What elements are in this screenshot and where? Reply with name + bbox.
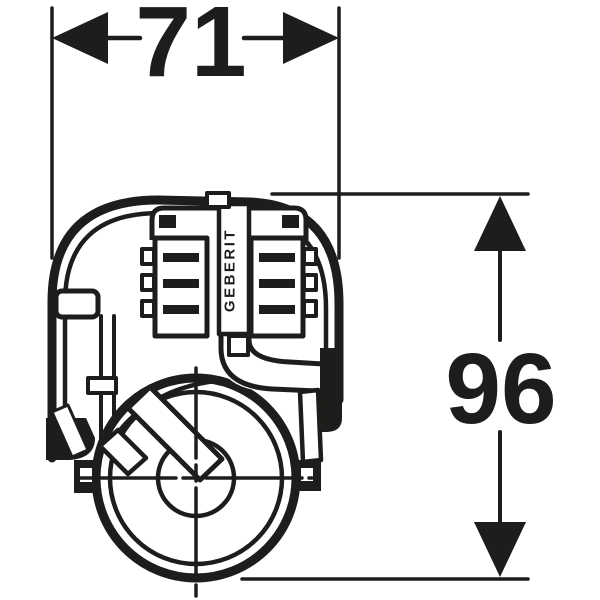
rib-bar-left-3 — [163, 305, 199, 314]
arrowhead-down-icon — [474, 522, 526, 577]
rib-bar-right-2 — [259, 279, 295, 288]
clip-tooth-right-2 — [302, 273, 318, 292]
height-dimension: 96 — [240, 192, 557, 581]
rib-bar-right-1 — [259, 253, 295, 262]
center-lines — [78, 366, 314, 598]
width-dimension: 71 — [50, 0, 341, 260]
inspection-square — [227, 334, 250, 357]
dome-outer-outline — [47, 195, 344, 463]
left-mounting-tab — [53, 288, 101, 320]
right-channel — [297, 387, 324, 465]
elbow-pipe-outer-wall — [218, 327, 343, 395]
valve-cap-assembly: GEBERIT — [140, 191, 318, 357]
arrowhead-right-icon — [283, 12, 339, 64]
arrowhead-left-icon — [52, 12, 108, 64]
lever-arm-secondary — [97, 427, 149, 477]
clip-tooth-left-2 — [140, 273, 156, 292]
lever-arms — [97, 384, 225, 483]
width-dimension-value: 71 — [135, 0, 246, 98]
clip-tooth-left-3 — [140, 299, 156, 318]
cap-top-notch — [205, 191, 231, 209]
rib-bar-right-3 — [259, 305, 295, 314]
left-foot-cutout — [50, 403, 90, 459]
clip-tooth-left-1 — [140, 247, 156, 266]
left-side-details — [46, 288, 118, 460]
lever-arm-main — [125, 384, 225, 483]
left-pivot-block — [86, 376, 118, 395]
brand-label: GEBERIT — [222, 228, 239, 312]
clip-tooth-right-3 — [302, 299, 318, 318]
rib-bar-left-1 — [163, 253, 199, 262]
valve-cross-section: GEBERIT — [46, 191, 344, 598]
right-side-details — [297, 348, 342, 465]
arrowhead-up-icon — [474, 196, 526, 251]
height-dimension-value: 96 — [445, 333, 556, 445]
left-bracket-notch — [80, 468, 92, 482]
right-body-mass — [320, 348, 342, 432]
clip-tooth-right-1 — [302, 247, 318, 266]
rib-bar-left-2 — [163, 279, 199, 288]
cap-corner-block-right — [282, 215, 299, 228]
cap-corner-block-left — [159, 215, 176, 228]
